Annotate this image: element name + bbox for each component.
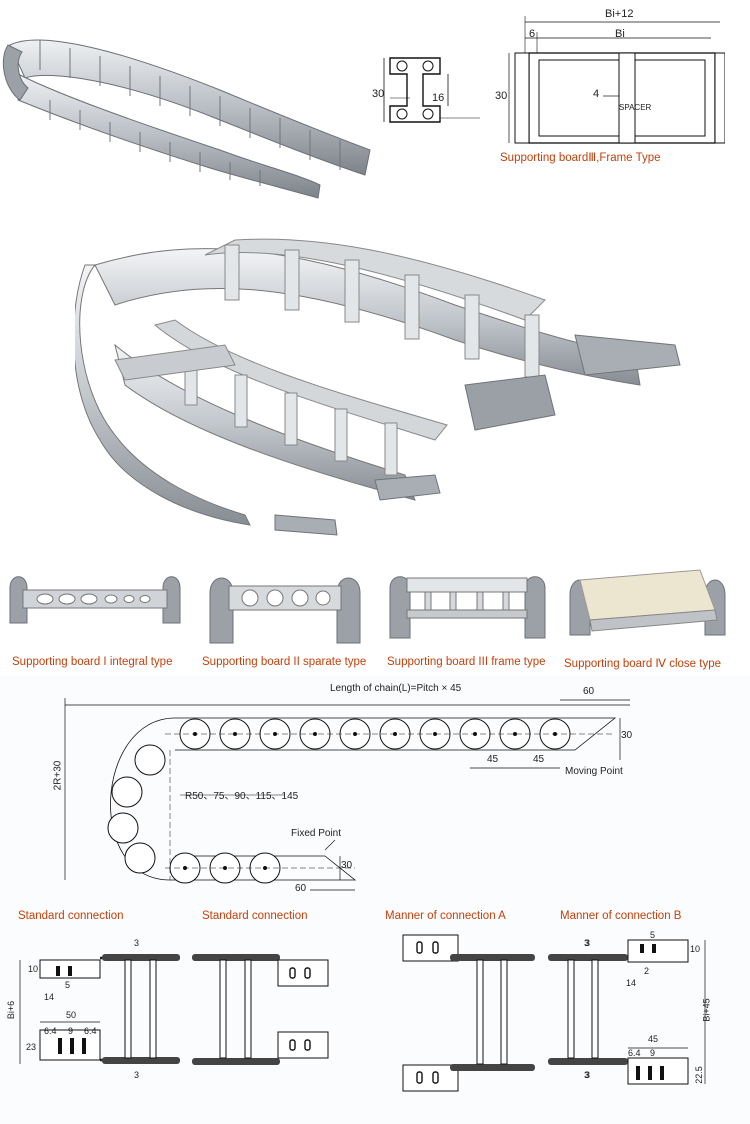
board-type-3-caption: Supporting board III frame type <box>387 656 546 668</box>
std1-14-dim: 14 <box>44 992 55 1002</box>
manner-b-title: Manner of connection B <box>560 910 682 922</box>
frame-drawing: Bi+12 6 Bi 30 4 SPACER <box>495 8 725 153</box>
std1-64a-dim: 6.4 <box>44 1026 57 1036</box>
std1-top-dim: 3 <box>134 938 140 948</box>
pitch-2-label: 45 <box>533 754 545 765</box>
standard-connection-1-title: Standard connection <box>18 910 124 922</box>
profile-drawing: 30 16 <box>370 48 480 148</box>
manner-a-bottom-dim: 3 <box>585 1070 591 1080</box>
standard-connection-2-title: Standard connection <box>202 910 308 922</box>
frame-height-label: 30 <box>495 90 508 102</box>
standard-connection-2-drawing <box>190 950 340 1070</box>
frame-offset-label: 6 <box>529 28 536 40</box>
profile-height-label: 30 <box>372 88 385 100</box>
manner-b-14-dim: 14 <box>626 978 637 988</box>
manner-a-top-dim: 3 <box>585 938 591 948</box>
board-type-3-image <box>385 568 550 648</box>
std1-10-dim: 10 <box>28 964 39 974</box>
spacer-dim-label: 4 <box>593 88 600 100</box>
loop-height-label: 2R+30 <box>52 760 64 791</box>
manner-a-drawing: 3 3 <box>395 930 590 1095</box>
board-type-4-image <box>565 565 730 645</box>
board-type-1-caption: Supporting board I integral type <box>12 656 173 668</box>
std1-width-dim: Bi+6 <box>6 1000 17 1020</box>
chain-layout-drawing: Length of chain(L)=Pitch × 45 60 30 45 4… <box>52 680 695 905</box>
manner-a-title: Manner of connection A <box>385 910 506 922</box>
std1-23-dim: 23 <box>26 1042 37 1052</box>
manner-b-drawing: 3 5 10 2 14 Bi+45 45 6.4 9 22.5 3 <box>540 930 745 1100</box>
manner-b-top-dim: 3 <box>584 938 590 948</box>
standard-connection-1-drawing: 3 10 5 14 Bi+6 50 6.4 9 6.4 23 3 <box>6 930 190 1120</box>
pitch-1-label: 45 <box>487 754 499 765</box>
frame-total-width-label: Bi+12 <box>605 8 634 20</box>
board-type-2-caption: Supporting board II sparate type <box>202 656 367 668</box>
board-type-4-caption: Supporting board Ⅳ close type <box>564 658 722 670</box>
manner-b-5-dim: 5 <box>650 930 656 940</box>
std1-5-dim: 5 <box>65 980 71 990</box>
radius-label: R50、75、90、115、145 <box>185 791 299 802</box>
board-type-1-image <box>5 568 185 633</box>
manner-b-64-dim: 6.4 <box>628 1048 641 1058</box>
manner-b-10-dim: 10 <box>690 944 701 954</box>
std1-bottom-dim: 3 <box>134 1070 140 1080</box>
fixed-point-label: Fixed Point <box>291 828 342 839</box>
fixed-height-label: 30 <box>341 860 353 871</box>
manner-b-9-dim: 9 <box>650 1048 656 1058</box>
manner-b-width-dim: Bi+45 <box>701 998 712 1022</box>
end-length-label: 60 <box>583 686 595 697</box>
manner-b-225-dim: 22.5 <box>693 1066 704 1084</box>
board-type-2-image <box>205 568 365 648</box>
fixed-length-label: 60 <box>295 883 307 894</box>
spacer-label: SPACER <box>619 103 652 112</box>
manner-b-2-dim: 2 <box>644 966 650 976</box>
frame-type-caption: Supporting boardⅢ,Frame Type <box>500 152 661 164</box>
chain-photo-small <box>0 0 380 200</box>
end-height-label: 30 <box>621 730 633 741</box>
chain-photo-large <box>75 225 685 545</box>
manner-b-45-dim: 45 <box>648 1034 659 1044</box>
manner-b-bottom-dim: 3 <box>584 1070 590 1080</box>
chain-length-label: Length of chain(L)=Pitch × 45 <box>330 683 462 694</box>
std1-64b-dim: 6.4 <box>84 1026 97 1036</box>
std1-50-dim: 50 <box>66 1010 77 1020</box>
moving-point-label: Moving Point <box>565 766 623 777</box>
std1-9-dim: 9 <box>68 1026 74 1036</box>
profile-inner-label: 16 <box>432 92 445 104</box>
frame-width-label: Bi <box>615 28 625 40</box>
